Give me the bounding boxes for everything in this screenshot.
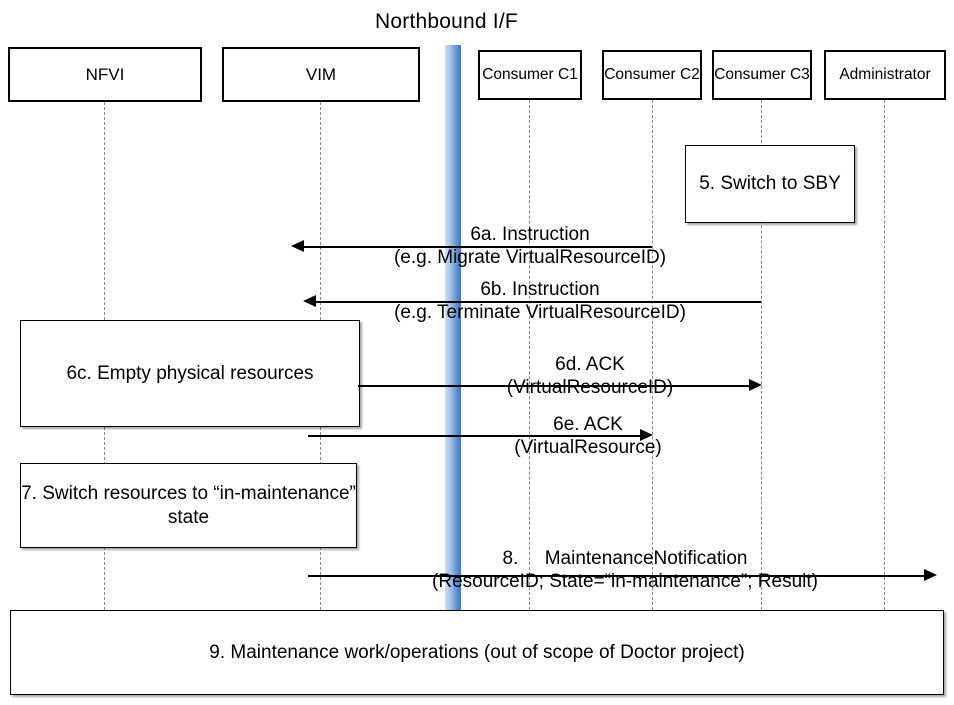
actor-vim: VIM <box>222 47 420 102</box>
note-maintenance-work-operations: 9. Maintenance work/operations (out of s… <box>10 610 944 695</box>
message-line-6d <box>358 385 749 387</box>
message-arrowhead-6d <box>749 379 762 391</box>
actor-consumer-c1: Consumer C1 <box>478 50 582 100</box>
diagram-title: Northbound I/F <box>375 10 518 33</box>
message-arrowhead-8 <box>924 569 937 581</box>
message-label-6e: 6e. ACK (VirtualResource) <box>514 414 662 458</box>
lifeline-consumer-c2 <box>652 100 653 610</box>
lifeline-consumer-c3 <box>761 100 762 610</box>
message-arrowhead-6e <box>640 429 653 441</box>
actor-consumer-c3: Consumer C3 <box>712 50 812 100</box>
actor-nfvi: NFVI <box>8 47 202 102</box>
actor-administrator: Administrator <box>824 50 946 100</box>
note-empty-physical-resources: 6c. Empty physical resources <box>20 320 360 427</box>
message-line-6b <box>315 301 761 303</box>
message-arrowhead-6b <box>303 295 316 307</box>
message-label-8: 8. MaintenanceNotification (ResourceID; … <box>432 548 818 592</box>
lifeline-administrator <box>884 100 885 610</box>
lifeline-consumer-c1 <box>529 100 530 610</box>
note-switch-resources-in-maintenance: 7. Switch resources to “in-maintenance” … <box>20 463 357 548</box>
note-switch-to-sby: 5. Switch to SBY <box>685 145 855 223</box>
message-line-6a <box>303 246 652 248</box>
message-arrowhead-6a <box>291 240 304 252</box>
message-line-6e <box>308 435 640 437</box>
message-label-6b: 6b. Instruction (e.g. Terminate VirtualR… <box>394 279 686 323</box>
actor-consumer-c2: Consumer C2 <box>602 50 702 100</box>
message-label-6d: 6d. ACK (VirtualResourceID) <box>506 354 674 398</box>
message-line-8 <box>308 575 924 577</box>
message-label-6a: 6a. Instruction (e.g. Migrate VirtualRes… <box>393 224 667 268</box>
northbound-interface-bar <box>445 45 461 611</box>
